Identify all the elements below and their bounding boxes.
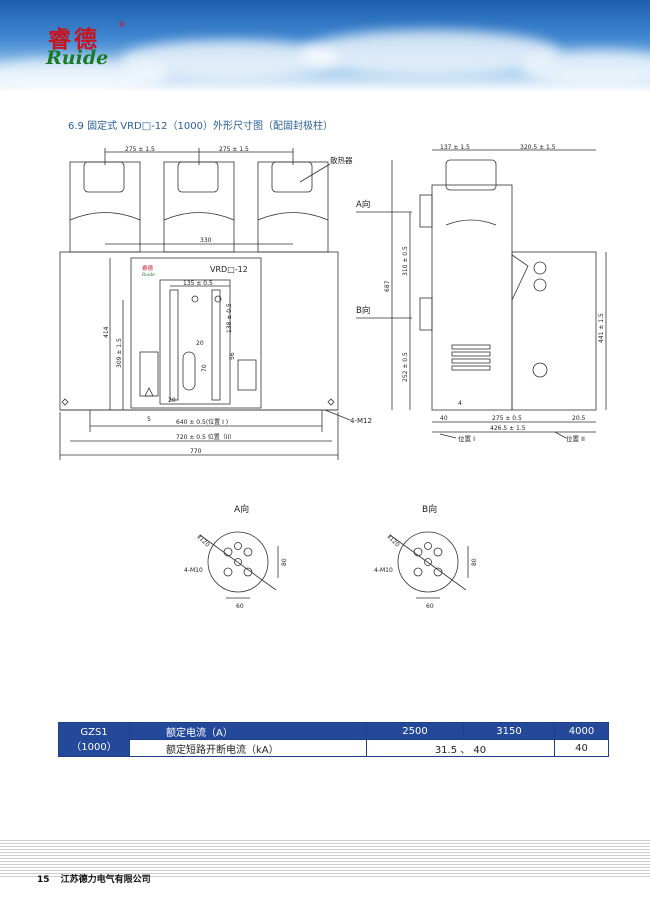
detail-b-title: B向 (422, 503, 437, 515)
breaking-current-value-1: 31.5 、 40 (366, 739, 555, 757)
dim-720: 720 ± 0.5 位置（II） (176, 433, 235, 441)
pole-column (163, 161, 235, 253)
breaker-body (59, 251, 339, 411)
mechanism-frame (159, 279, 231, 405)
detail-view-a: A向 Ⅱ120 4-M10 80 60 (184, 503, 288, 610)
panel-logo-en: Ruide (142, 272, 155, 278)
dim-426: 426.5 ± 1.5 (490, 425, 526, 432)
dim-138: 138 ± 0.5 (226, 303, 233, 333)
terminal-flange (397, 531, 459, 593)
detail-a-diameter: Ⅱ120 (196, 533, 211, 548)
detail-b-dim-60: 60 (426, 603, 434, 610)
dim-20-upper: 20 (196, 340, 204, 347)
dim-137: 137 ± 1.5 (440, 144, 470, 151)
model-cell: GZS1 （1000） (58, 722, 130, 757)
cloud-decoration (300, 30, 560, 76)
mounting-hole-marker (327, 398, 335, 406)
dim-252: 252 ± 0.5 (402, 352, 409, 382)
detail-b-bolt-label: 4-M10 (374, 567, 393, 574)
dim-20-lower: 20 (168, 397, 176, 404)
rated-current-3150: 3150 (463, 722, 555, 740)
dim-330: 330 (200, 237, 212, 244)
mechanism-box-side (511, 251, 597, 411)
detail-a-dim-60: 60 (236, 603, 244, 610)
dim-414: 414 (103, 326, 110, 338)
page-number: 15 (37, 875, 50, 885)
table-row: 额定短路开断电流（kA） 31.5 、 40 40 (59, 739, 609, 757)
dim-275-side: 275 ± 0.5 (492, 415, 522, 422)
detail-b-dim-80: 80 (471, 558, 478, 566)
panel-model-title: VRD□-12 (210, 265, 248, 274)
dim-40: 40 (440, 415, 448, 422)
dim-70: 70 (201, 364, 208, 372)
dim-pitch-left: 275 ± 1.5 (125, 146, 155, 153)
dim-310: 310 ± 0.5 (402, 246, 409, 276)
footer-stripes (0, 840, 650, 878)
position-1-label: 位置 I (458, 434, 475, 443)
bolt-label-m12: 4-M12 (350, 417, 372, 425)
breaking-current-label: 额定短路开断电流（kA） (129, 739, 367, 757)
dim-5: 5 (147, 416, 151, 423)
dimension-drawing: 275 ± 1.5 275 ± 1.5 散热器 330 睿德 Ruide VRD… (59, 144, 607, 610)
dim-687: 687 (384, 280, 391, 292)
front-panel (130, 257, 262, 409)
company-name: 江苏德力电气有限公司 (60, 875, 151, 885)
detail-a-bolt-label: 4-M10 (184, 567, 203, 574)
logo-cn: 睿德 (48, 26, 100, 53)
dim-135: 135 ± 0.5 (183, 280, 213, 287)
logo-registered-mark: ® (118, 20, 126, 29)
dim-320: 320.5 ± 1.5 (520, 144, 556, 151)
nameplate (139, 351, 159, 397)
dim-770: 770 (190, 448, 202, 455)
view-a-label: A向 (356, 199, 370, 210)
detail-b-diameter: Ⅱ120 (386, 533, 401, 548)
heatsink-label: 散热器 (330, 155, 353, 165)
detail-a-dim-80: 80 (281, 558, 288, 566)
dim-640: 640 ± 0.5(位置 I ) (176, 418, 228, 426)
detail-a-title: A向 (234, 503, 249, 515)
position-2-label: 位置 II (566, 434, 585, 443)
operation-knob (191, 295, 199, 303)
header-banner: 睿德 ® Ruide (0, 0, 650, 92)
dim-309: 309 ± 1.5 (116, 338, 123, 368)
pole-column (69, 161, 141, 253)
dim-pitch-right: 275 ± 1.5 (219, 146, 249, 153)
heatsink-side (445, 159, 497, 191)
company-logo: 睿德 ® Ruide (44, 20, 126, 72)
spec-table: GZS1 （1000） 额定电流（A） 2500 3150 4000 额定短路开… (58, 722, 609, 757)
model-name: GZS1 (80, 726, 108, 738)
footer: 15 江苏德力电气有限公司 (37, 872, 151, 885)
mounting-hole-marker (61, 398, 69, 406)
indicator-window (182, 351, 196, 391)
logo-en: Ruide (46, 47, 109, 69)
lower-terminal (419, 297, 433, 331)
dim-20-5: 20.5 (572, 415, 586, 422)
cloud-decoration (0, 58, 170, 92)
section-title: 6.9 固定式 VRD□-12（1000）外形尺寸图（配固封极柱） (68, 121, 333, 132)
dim-56: 56 (229, 352, 236, 360)
panel-logo-cn: 睿德 (142, 264, 154, 272)
rated-current-2500: 2500 (366, 722, 464, 740)
front-view: 275 ± 1.5 275 ± 1.5 散热器 330 睿德 Ruide VRD… (59, 146, 372, 460)
model-variant: （1000） (71, 741, 117, 753)
dim-4: 4 (458, 400, 462, 407)
pole-column (257, 161, 329, 253)
wiring-diagram (237, 359, 257, 391)
terminal-flange (207, 531, 269, 593)
side-view: 137 ± 1.5 320.5 ± 1.5 A向 B向 687 310 ± 0.… (356, 144, 607, 443)
rated-current-label: 额定电流（A） (129, 722, 367, 740)
breaking-current-value-2: 40 (554, 739, 609, 757)
pole-side-profile (431, 184, 513, 411)
table-row: GZS1 （1000） 额定电流（A） 2500 3150 4000 (58, 722, 609, 757)
dim-441: 441 ± 1.5 (598, 313, 605, 343)
rated-current-4000: 4000 (554, 722, 609, 740)
detail-view-b: B向 Ⅱ120 4-M10 80 60 (374, 503, 478, 610)
operation-knob (214, 295, 222, 303)
cloud-decoration (520, 50, 650, 86)
upper-terminal (419, 194, 433, 228)
view-b-label: B向 (356, 305, 370, 316)
